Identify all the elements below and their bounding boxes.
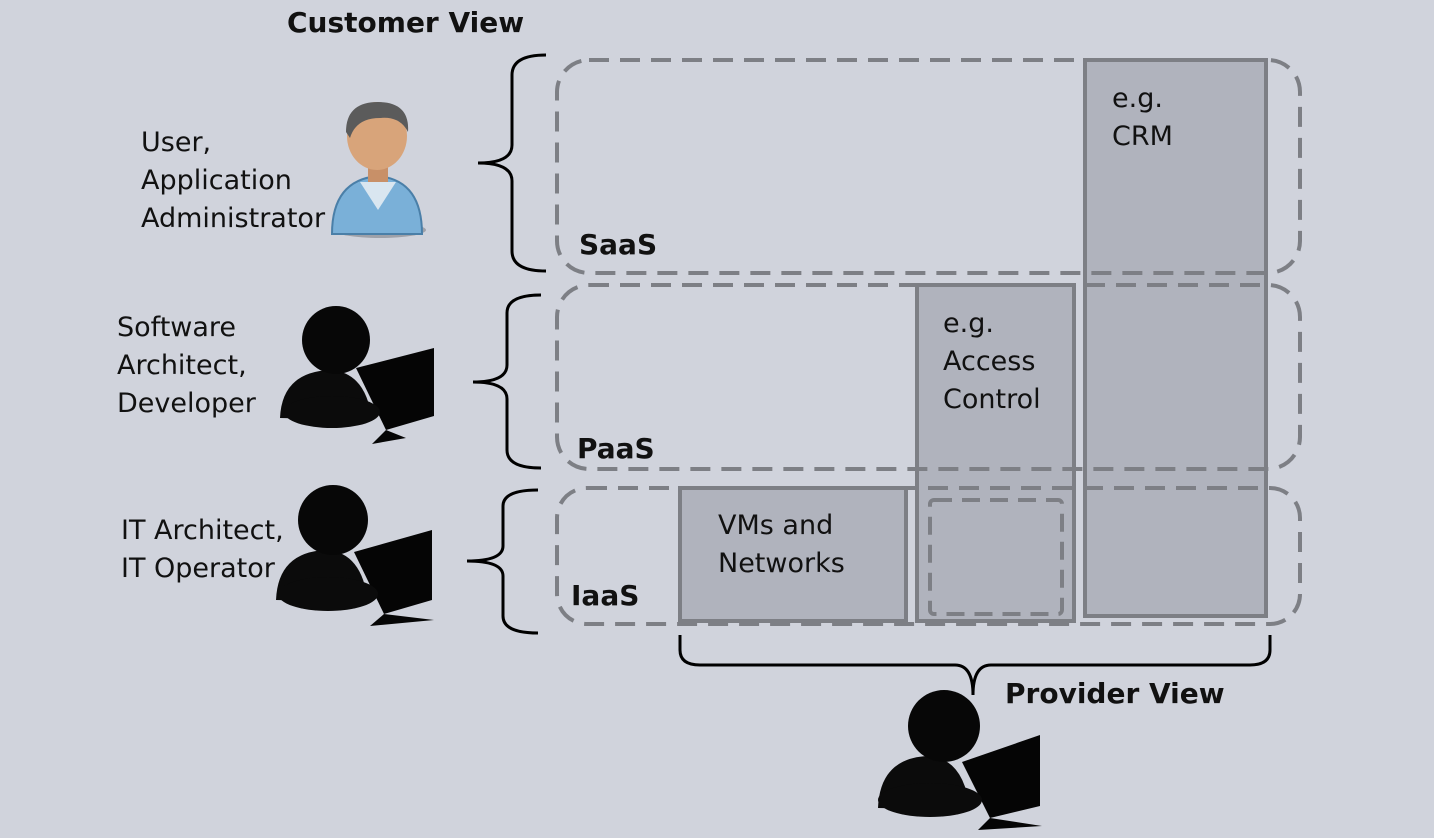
saas-role-line-3: Administrator xyxy=(141,203,326,234)
developer-at-computer-icon xyxy=(280,306,434,444)
vms-line-1: VMs and xyxy=(718,510,834,541)
saas-role-line-2: Application xyxy=(141,165,292,196)
provider-brace xyxy=(678,635,1272,696)
crm-line-1: e.g. xyxy=(1112,83,1163,114)
saas-role-line-1: User, xyxy=(141,127,212,158)
crm-box xyxy=(1083,58,1268,618)
iaas-role-line-2: IT Operator xyxy=(121,553,275,584)
saas-brace xyxy=(477,53,547,273)
user-avatar-icon xyxy=(330,102,426,238)
iaas-layer-label: IaaS xyxy=(571,579,640,612)
access-line-1: e.g. xyxy=(943,308,994,339)
paas-brace xyxy=(472,293,542,470)
access-line-2: Access xyxy=(943,346,1036,377)
paas-layer-label: PaaS xyxy=(577,432,655,465)
paas-layer-outline xyxy=(555,283,1302,471)
inner-dashed-box xyxy=(928,498,1064,616)
operator-at-computer-icon xyxy=(276,485,434,626)
access-control-box xyxy=(915,283,1076,623)
iaas-layer-outline xyxy=(555,486,1302,626)
saas-layer-label: SaaS xyxy=(579,228,658,261)
provider-view-heading: Provider View xyxy=(1005,677,1225,710)
provider-at-computer-icon xyxy=(878,690,1042,830)
paas-role-line-3: Developer xyxy=(117,388,256,419)
iaas-brace xyxy=(466,488,539,635)
paas-role-line-1: Software xyxy=(117,312,237,343)
paas-role-line-2: Architect, xyxy=(117,350,247,381)
crm-line-2: CRM xyxy=(1112,121,1173,152)
access-line-3: Control xyxy=(943,384,1041,415)
vms-line-2: Networks xyxy=(718,548,845,579)
iaas-role-line-1: IT Architect, xyxy=(121,515,284,546)
customer-view-heading: Customer View xyxy=(287,6,525,39)
